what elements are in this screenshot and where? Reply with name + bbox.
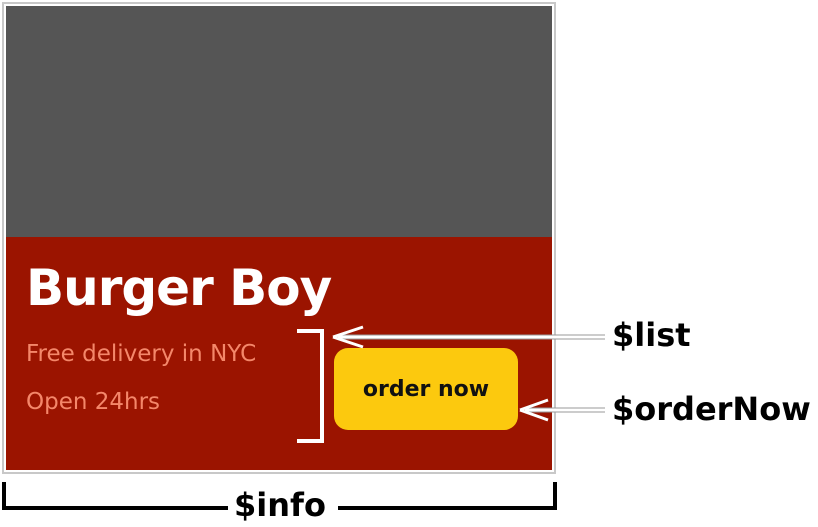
info-list: Free delivery in NYC Open 24hrs — [26, 337, 256, 433]
order-now-arrow — [519, 398, 605, 422]
order-now-label: $orderNow — [612, 390, 811, 428]
list-bracket — [297, 329, 324, 443]
info-label: $info — [234, 486, 326, 524]
list-label: $list — [612, 316, 691, 354]
photo-placeholder — [6, 6, 552, 237]
list-item: Open 24hrs — [26, 389, 161, 415]
order-now-button[interactable]: order now — [334, 348, 518, 430]
info-bracket — [2, 482, 557, 510]
restaurant-title: Burger Boy — [26, 259, 332, 317]
list-item: Free delivery in NYC — [26, 341, 257, 367]
info-section: Burger Boy Free delivery in NYC Open 24h… — [6, 237, 552, 470]
list-arrow — [332, 325, 605, 349]
